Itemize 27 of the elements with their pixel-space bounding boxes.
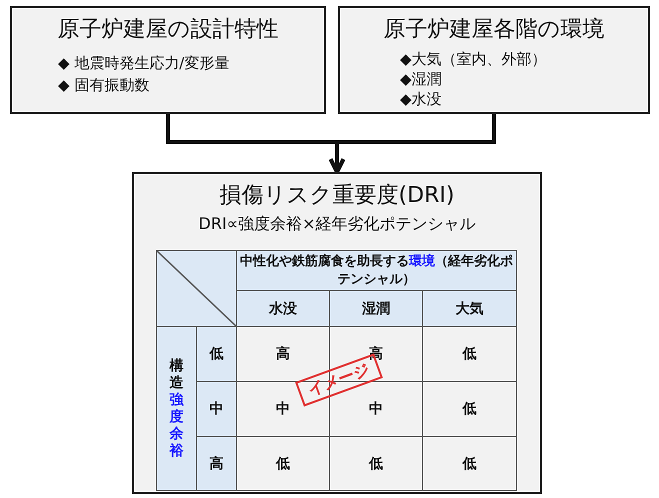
bullet-text: ◆ 固有振動数 — [58, 76, 150, 95]
bullet-text: ◆湿潤 — [400, 70, 442, 89]
arrow — [328, 114, 496, 174]
column-header: 中性化や鉄筋腐食を助長する環境（経年劣化ポテンシャル） — [236, 250, 516, 290]
row-header: 中 — [196, 382, 236, 436]
table-cell: 低 — [422, 382, 516, 436]
process-box — [132, 172, 542, 494]
column-header: 大気 — [422, 290, 516, 326]
row-header: 高 — [196, 436, 236, 490]
row-group-label: 構造強度余裕 — [168, 358, 184, 460]
bullet-text: ◆ 地震時発生応力/変形量 — [58, 54, 230, 73]
box-title: 原子炉建屋各階の環境 — [382, 16, 606, 44]
process-box — [338, 6, 650, 114]
formula-text: DRI∝強度余裕×経年劣化ポテンシャル — [198, 214, 476, 235]
row-header: 低 — [196, 326, 236, 382]
table-cell: 高 — [236, 326, 330, 382]
table-cell: 低 — [330, 436, 422, 490]
column-header: 湿潤 — [330, 290, 422, 326]
process-box — [10, 6, 326, 114]
table-cell: 低 — [236, 436, 330, 490]
bullet-text: ◆水没 — [400, 90, 442, 109]
table-cell: 低 — [422, 326, 516, 382]
bullet-text: ◆大気（室内、外部） — [400, 50, 547, 69]
table-cell: 低 — [422, 436, 516, 490]
box-title: 原子炉建屋の設計特性 — [56, 16, 280, 44]
column-header: 水没 — [236, 290, 330, 326]
box-title: 損傷リスク重要度(DRI) — [218, 182, 456, 210]
